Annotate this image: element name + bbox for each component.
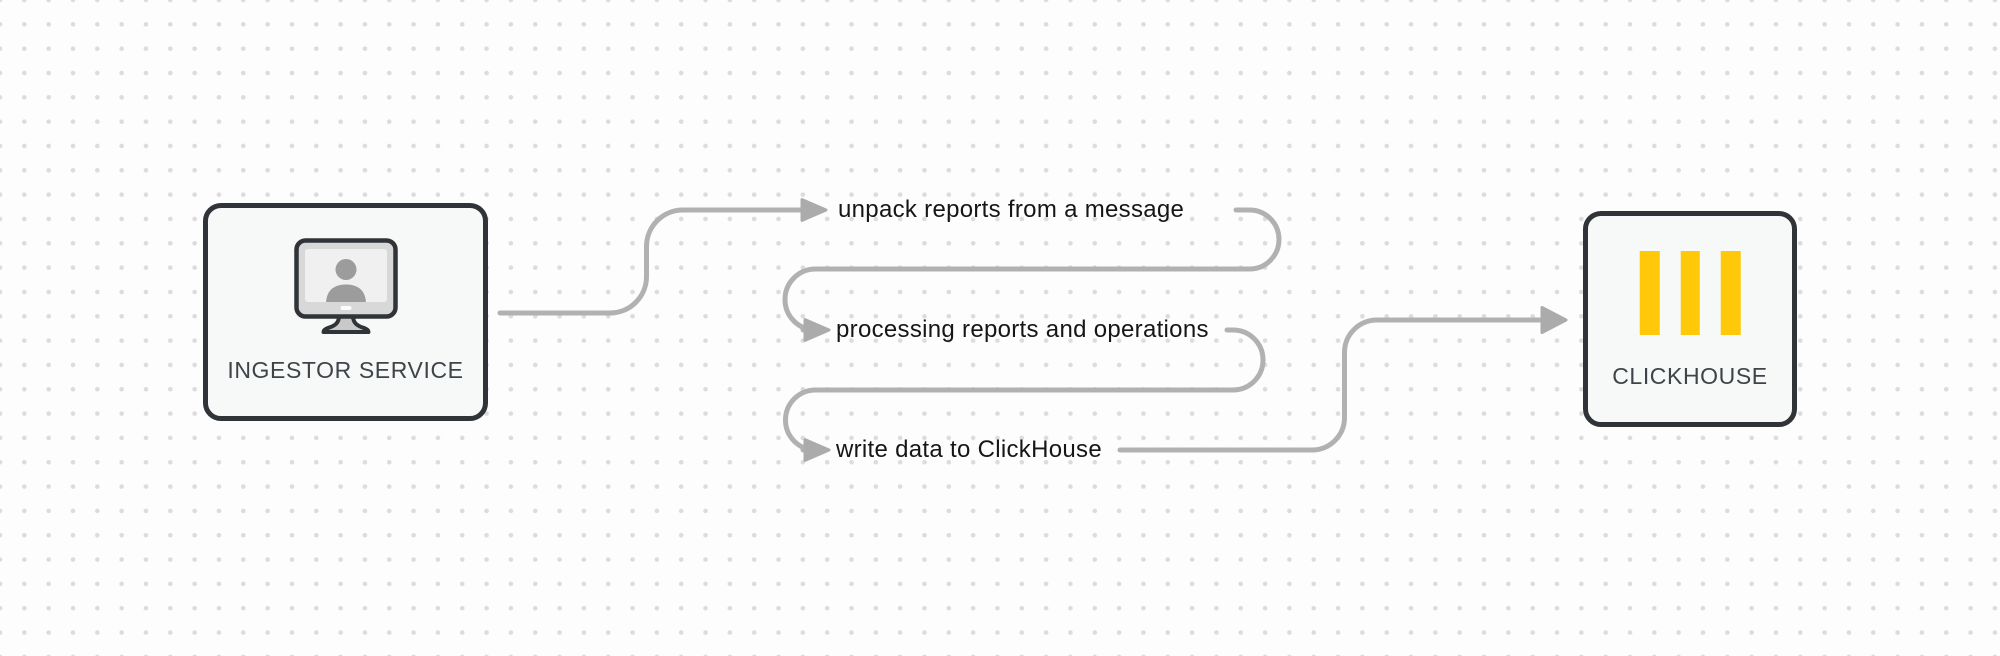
- clickhouse-bar-1: [1639, 251, 1660, 335]
- node-ingestor-service: INGESTOR SERVICE: [203, 203, 488, 421]
- clickhouse-bars-icon: [1639, 251, 1741, 335]
- clickhouse-bar-3: [1720, 251, 1741, 335]
- connector-segment-3: [783, 327, 1266, 453]
- arrowhead-icon-clickhouse: [1540, 306, 1568, 334]
- step-label-unpack-reports: unpack reports from a message: [838, 196, 1185, 223]
- user-silhouette-icon: [325, 259, 366, 302]
- connector-segment-2: [782, 207, 1282, 333]
- step-label-processing-reports: processing reports and operations: [836, 316, 1209, 343]
- arrowhead-icon-step-2: [803, 318, 831, 342]
- monitor-user-icon: [293, 238, 398, 334]
- step-label-write-data: write data to ClickHouse: [836, 436, 1102, 463]
- clickhouse-label: CLICKHOUSE: [1612, 363, 1768, 389]
- arrowhead-icon-step-1: [800, 198, 828, 222]
- ingestor-service-label: INGESTOR SERVICE: [227, 357, 464, 383]
- arrowhead-icon-step-3: [803, 438, 831, 462]
- connector-segment-1: [497, 207, 804, 316]
- clickhouse-bar-2: [1680, 251, 1700, 335]
- node-clickhouse: CLICKHOUSE: [1583, 211, 1797, 427]
